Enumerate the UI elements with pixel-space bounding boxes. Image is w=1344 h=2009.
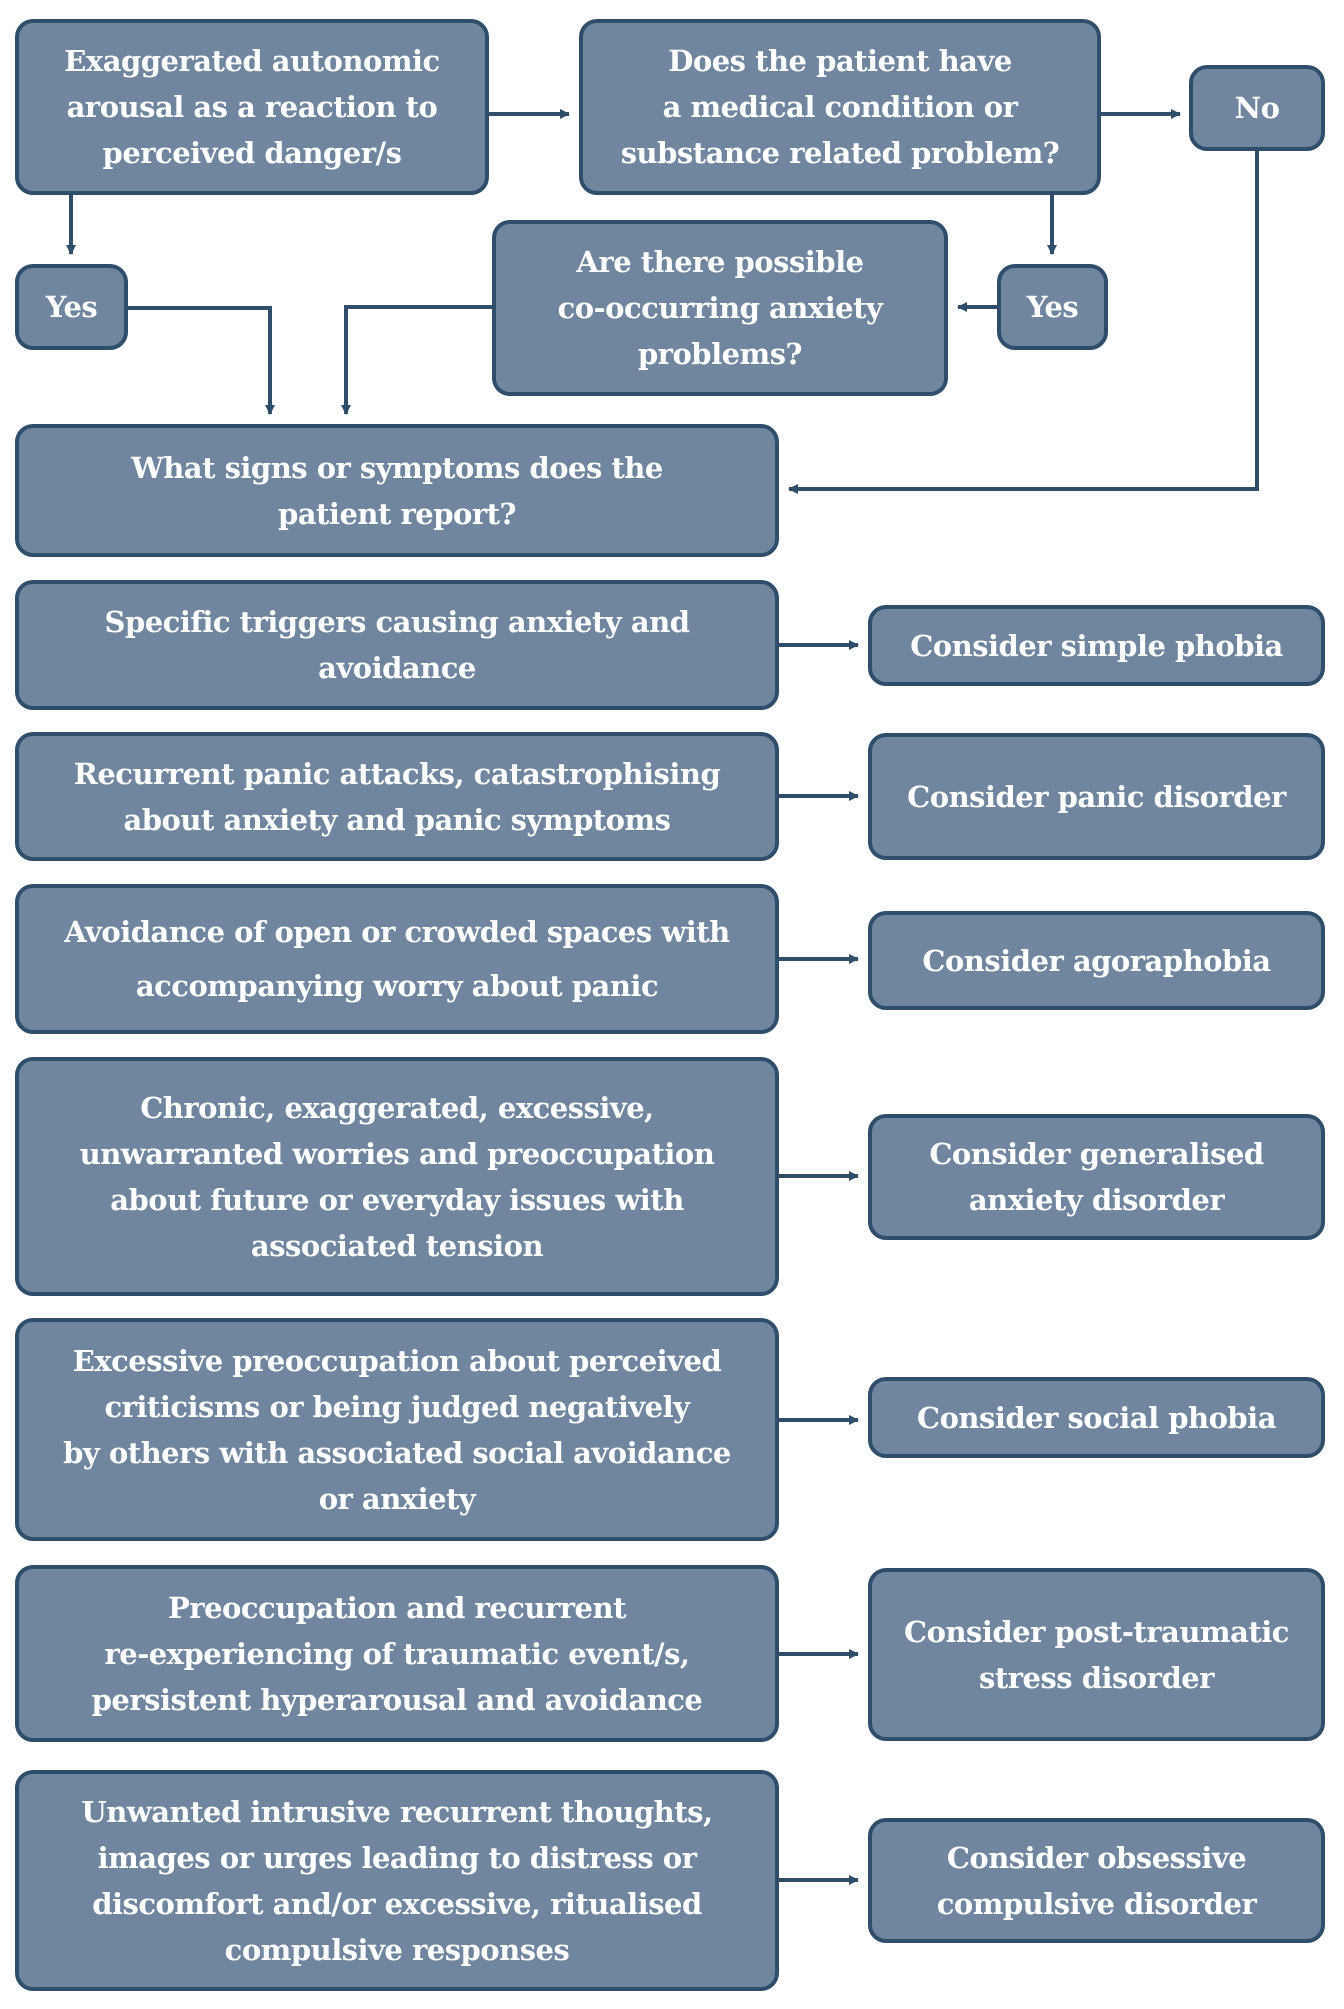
node-text-line: persistent hyperarousal and avoidance — [91, 1682, 703, 1717]
node-text-line: compulsive disorder — [936, 1886, 1257, 1921]
node-text-line: Unwanted intrusive recurrent thoughts, — [81, 1794, 713, 1829]
node-text-line: Consider generalised — [929, 1137, 1264, 1171]
start-node: Exaggerated autonomic arousal as a react… — [15, 19, 489, 195]
node-text-line: Consider post-traumatic — [904, 1614, 1289, 1649]
node-text-line: by others with associated social avoidan… — [63, 1435, 731, 1470]
node-text-line: substance related problem? — [620, 136, 1060, 170]
node-text-line: Exaggerated autonomic — [64, 44, 440, 78]
node-text-line: stress disorder — [979, 1660, 1214, 1695]
node-text-line: Are there possible — [576, 245, 864, 279]
diagnosis-social-phobia: Consider social phobia — [868, 1377, 1325, 1458]
node-text-line: Excessive preoccupation about perceived — [72, 1343, 722, 1378]
node-text-line: avoidance — [318, 651, 476, 685]
node-text-line: Consider social phobia — [917, 1400, 1277, 1435]
node-text-line: Does the patient have — [668, 44, 1012, 78]
node-text-line: Consider simple phobia — [910, 628, 1283, 663]
no-node: No — [1189, 65, 1325, 151]
node-text-line: about future or everyday issues with — [110, 1182, 684, 1217]
node-text-line: accompanying worry about panic — [135, 969, 659, 1003]
diagnosis-panic-disorder: Consider panic disorder — [868, 733, 1325, 860]
node-text-line: or anxiety — [318, 1481, 476, 1516]
symptom-ptsd: Preoccupation and recurrent re-experienc… — [15, 1565, 779, 1742]
node-text-line: Avoidance of open or crowded spaces with — [64, 915, 730, 949]
node-text-line: associated tension — [250, 1228, 544, 1263]
diagnosis-ptsd: Consider post-traumatic stress disorder — [868, 1568, 1325, 1741]
symptom-panic-disorder: Recurrent panic attacks, catastrophising… — [15, 732, 779, 861]
node-text-line: patient report? — [277, 496, 517, 531]
node-text-line: unwarranted worries and preoccupation — [79, 1136, 715, 1171]
symptom-ocd: Unwanted intrusive recurrent thoughts, i… — [15, 1770, 779, 1991]
node-text-line: co-occurring anxiety — [557, 291, 883, 325]
node-text-line: What signs or symptoms does the — [131, 450, 663, 485]
yes-right-node: Yes — [997, 264, 1108, 350]
node-text-line: Consider panic disorder — [907, 779, 1286, 814]
node-text-line: re-experiencing of traumatic event/s, — [104, 1636, 690, 1671]
arrow-yes-left-to-symptoms — [128, 306, 275, 415]
symptom-generalised-anxiety: Chronic, exaggerated, excessive, unwarra… — [15, 1057, 779, 1296]
node-text-line: Specific triggers causing anxiety and — [104, 605, 690, 639]
node-text-line: about anxiety and panic symptoms — [123, 802, 671, 837]
symptom-social-phobia: Excessive preoccupation about perceived … — [15, 1318, 779, 1541]
yes-label: Yes — [45, 290, 98, 324]
node-text-line: problems? — [637, 337, 803, 371]
arrow-cooccurring-to-symptoms — [341, 305, 492, 415]
yes-left-node: Yes — [15, 264, 128, 350]
arrow-no-to-symptoms — [788, 150, 1259, 494]
node-text-line: criticisms or being judged negatively — [104, 1389, 690, 1424]
node-text-line: Preoccupation and recurrent — [168, 1590, 626, 1625]
node-text-line: Chronic, exaggerated, excessive, — [140, 1090, 654, 1125]
co-occurring-question: Are there possible co-occurring anxiety … — [492, 220, 948, 396]
symptom-agoraphobia: Avoidance of open or crowded spaces with… — [15, 884, 779, 1034]
diagnosis-agoraphobia: Consider agoraphobia — [868, 911, 1325, 1010]
node-text-line: perceived danger/s — [102, 136, 402, 170]
node-text-line: images or urges leading to distress or — [97, 1840, 697, 1875]
node-text-line: discomfort and/or excessive, ritualised — [92, 1886, 702, 1921]
diagnosis-ocd: Consider obsessive compulsive disorder — [868, 1818, 1325, 1943]
node-text-line: arousal as a reaction to — [66, 90, 438, 124]
symptoms-question: What signs or symptoms does the patient … — [15, 424, 779, 557]
symptom-simple-phobia: Specific triggers causing anxiety and av… — [15, 580, 779, 710]
node-text-line: Consider obsessive — [946, 1840, 1247, 1875]
node-text-line: Consider agoraphobia — [922, 943, 1271, 978]
node-text-line: compulsive responses — [224, 1932, 570, 1967]
node-text-line: a medical condition or — [662, 90, 1018, 124]
node-text-line: Recurrent panic attacks, catastrophising — [73, 756, 721, 791]
medical-condition-question: Does the patient have a medical conditio… — [579, 19, 1101, 195]
yes-label: Yes — [1026, 290, 1079, 324]
no-label: No — [1234, 91, 1280, 125]
diagnosis-simple-phobia: Consider simple phobia — [868, 605, 1325, 686]
node-text-line: anxiety disorder — [968, 1183, 1225, 1217]
diagnosis-generalised-anxiety: Consider generalised anxiety disorder — [868, 1114, 1325, 1240]
